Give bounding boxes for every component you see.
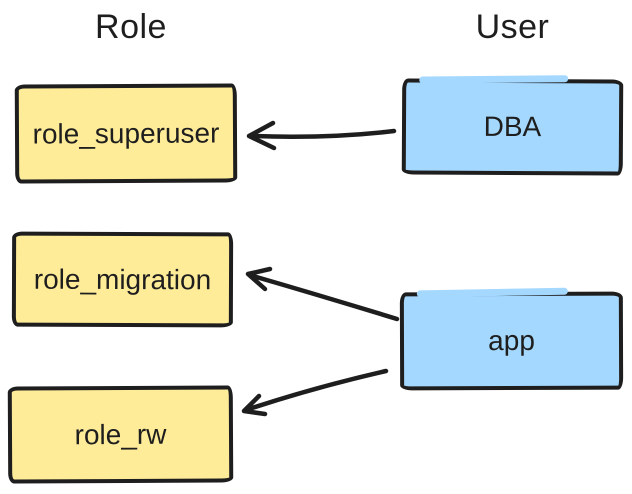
column-heading-user: User (475, 8, 550, 46)
role-box-role_rw: role_rw (7, 385, 234, 484)
role-box-label: role_rw (74, 418, 167, 450)
user-box-dba: DBA (401, 78, 624, 176)
arrow-app-to-role_rw (241, 368, 389, 417)
role-box-label: role_superuser (32, 117, 220, 149)
arrow-dba-to-role_superuser (246, 120, 397, 151)
role-box-role_superuser: role_superuser (14, 83, 238, 184)
user-box-app: app (399, 291, 624, 391)
role-box-label: role_migration (33, 263, 212, 295)
arrow-app-to-role_migration (245, 266, 400, 322)
column-heading-role: Role (95, 8, 167, 46)
role-box-role_migration: role_migration (11, 231, 234, 328)
user-box-label: DBA (483, 110, 542, 143)
user-box-label: app (488, 324, 535, 357)
